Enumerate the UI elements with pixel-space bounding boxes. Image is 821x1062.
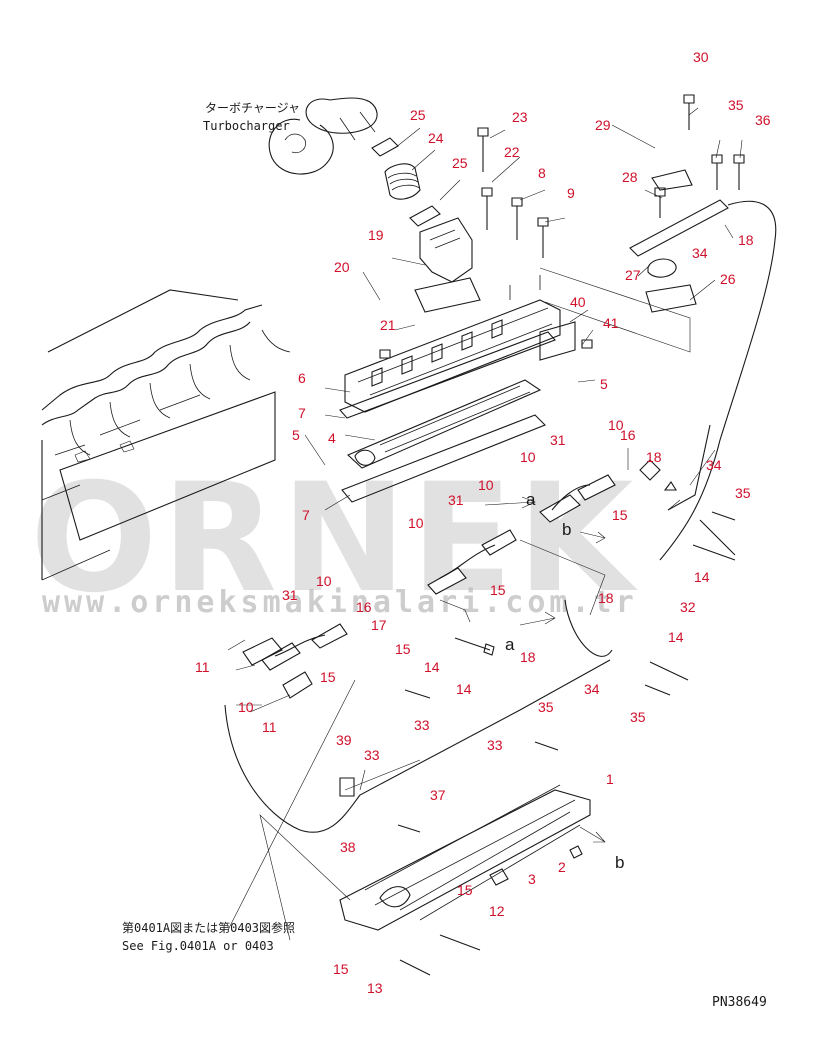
callout-2: 2 [558, 859, 566, 875]
engine-block [41, 289, 291, 581]
callout-numbers: 30 35 36 29 28 18 34 27 26 23 22 8 9 25 … [195, 49, 771, 996]
watermark: ORNEK www.orneksmakinalari.com.tr [30, 452, 638, 626]
reference-notes: 第0401A図または第0403図参照 See Fig.0401A or 0403… [122, 920, 767, 1010]
callout-10e: 10 [316, 573, 332, 589]
callout-7: 7 [298, 405, 306, 421]
callout-25b: 25 [452, 155, 468, 171]
callout-23: 23 [512, 109, 528, 125]
callout-15f: 15 [333, 961, 349, 977]
see-figure-en: See Fig.0401A or 0403 [122, 939, 274, 953]
manifold-upper [339, 267, 691, 503]
callout-15d: 15 [320, 669, 336, 685]
callout-14b: 14 [668, 629, 684, 645]
callout-33: 33 [414, 717, 430, 733]
callout-14d: 14 [456, 681, 472, 697]
callout-15c: 15 [395, 641, 411, 657]
callout-13: 13 [367, 980, 383, 996]
callout-10c: 10 [478, 477, 494, 493]
callout-41: 41 [603, 315, 619, 331]
callout-25: 25 [410, 107, 426, 123]
leader-lines [227, 107, 743, 941]
callout-18b: 18 [646, 449, 662, 465]
callout-1: 1 [606, 771, 614, 787]
callout-40: 40 [570, 294, 586, 310]
callout-34c: 34 [584, 681, 600, 697]
callout-34: 34 [692, 245, 708, 261]
callout-6: 6 [298, 370, 306, 386]
watermark-url: www.orneksmakinalari.com.tr [42, 585, 638, 620]
callout-5b: 5 [292, 427, 300, 443]
callout-34b: 34 [706, 457, 722, 473]
callout-18c: 18 [598, 590, 614, 606]
callout-14c: 14 [424, 659, 440, 675]
watermark-brand: ORNEK [30, 452, 638, 626]
callout-4: 4 [328, 430, 336, 446]
callout-16: 16 [620, 427, 636, 443]
callout-10b: 10 [520, 449, 536, 465]
connector-flanges [242, 474, 616, 699]
callout-21: 21 [380, 317, 396, 333]
callout-35d: 35 [630, 709, 646, 725]
callout-36: 36 [755, 112, 771, 128]
bellows-assembly [371, 137, 481, 313]
callout-30: 30 [693, 49, 709, 65]
callout-b-bottom: b [615, 853, 624, 872]
callout-11b: 11 [262, 719, 277, 735]
callout-29: 29 [595, 117, 611, 133]
callout-18: 18 [738, 232, 754, 248]
callout-5: 5 [600, 376, 608, 392]
callout-33c: 33 [364, 747, 380, 763]
callout-37: 37 [430, 787, 446, 803]
callout-35: 35 [728, 97, 744, 113]
callout-a-mid: a [505, 635, 515, 654]
drawing-number: PN38649 [712, 995, 767, 1010]
turbo-label-en: Turbocharger [203, 119, 290, 133]
callout-20: 20 [334, 259, 350, 275]
callout-31b: 31 [448, 492, 464, 508]
callout-a-top: a [526, 490, 536, 509]
callout-32: 32 [680, 599, 696, 615]
callout-27: 27 [625, 267, 641, 283]
callout-15e: 15 [457, 882, 473, 898]
callout-24: 24 [428, 130, 444, 146]
turbo-label-jp: ターボチャージャ [205, 101, 300, 115]
callout-39: 39 [336, 732, 352, 748]
callout-8: 8 [538, 165, 546, 181]
callout-26: 26 [720, 271, 736, 287]
manifold-lower [224, 599, 613, 931]
callout-18d: 18 [520, 649, 536, 665]
pipe-assembly [629, 169, 777, 561]
callout-10: 10 [608, 417, 624, 433]
callout-9: 9 [567, 185, 575, 201]
callout-10f: 10 [238, 699, 254, 715]
callout-7b: 7 [302, 507, 310, 523]
callout-17: 17 [371, 617, 387, 633]
callout-3: 3 [528, 871, 536, 887]
callout-38: 38 [340, 839, 356, 855]
callout-31: 31 [550, 432, 566, 448]
callout-35c: 35 [538, 699, 554, 715]
callout-b-top: b [562, 520, 571, 539]
callout-19: 19 [368, 227, 384, 243]
callout-15: 15 [612, 507, 628, 523]
see-figure-jp: 第0401A図または第0403図参照 [122, 920, 295, 935]
callout-11: 11 [195, 659, 210, 675]
callout-15b: 15 [490, 582, 506, 598]
callout-35b: 35 [735, 485, 751, 501]
turbocharger: ターボチャージャ Turbocharger [203, 97, 378, 175]
callout-16b: 16 [356, 599, 372, 615]
bolts [339, 94, 745, 976]
callout-12: 12 [489, 903, 505, 919]
callout-31c: 31 [282, 587, 298, 603]
callout-10d: 10 [408, 515, 424, 531]
callout-33b: 33 [487, 737, 503, 753]
callout-28: 28 [622, 169, 638, 185]
callout-22: 22 [504, 144, 520, 160]
callout-14: 14 [694, 569, 710, 585]
